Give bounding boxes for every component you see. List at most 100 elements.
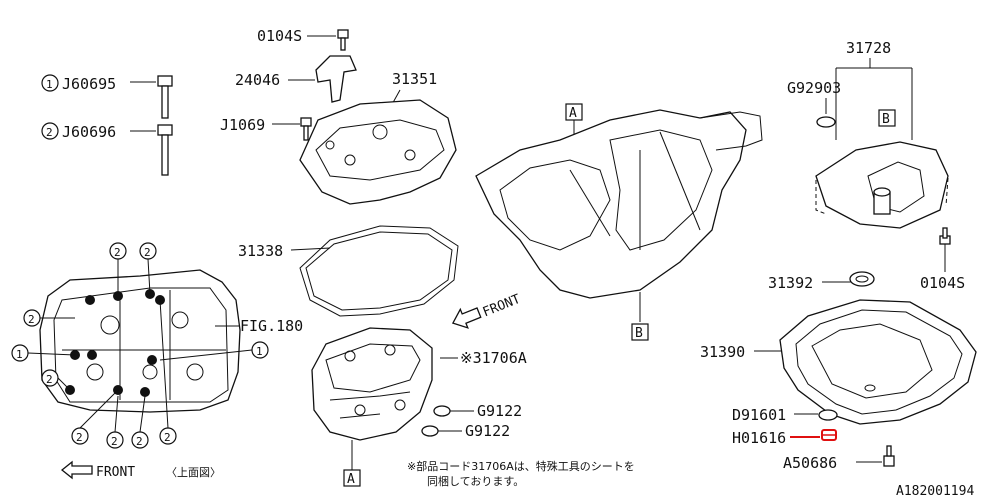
washer-icon (818, 409, 838, 421)
bolt-head-icon (157, 124, 173, 136)
part-label-0104s-right[interactable]: 0104S (920, 274, 965, 292)
strainer-body (815, 141, 949, 229)
gasket-outline (299, 225, 459, 317)
ref-box-label: B (882, 112, 890, 127)
bracket-leader (835, 58, 913, 140)
part-label-g9122-a[interactable]: G9122 (477, 402, 522, 420)
front-label: FRONT (96, 465, 135, 480)
gasket-31338: 31338 (238, 225, 459, 317)
bolt-shank (886, 445, 892, 457)
callout-number: 2 (114, 246, 121, 259)
part-label-0104s[interactable]: 0104S (257, 27, 302, 45)
callout-number: 2 (164, 431, 171, 444)
bolt-head-icon (883, 455, 895, 467)
part-label-g92903[interactable]: G92903 (787, 79, 841, 97)
part-label-24046[interactable]: 24046 (235, 71, 280, 89)
strainer-31728: 31728 G92903 B (787, 39, 949, 229)
transmission-case: A B (475, 103, 763, 341)
ref-box-label: A (569, 106, 577, 121)
bolt-0104s-top: 0104S (257, 27, 349, 51)
callout-circle-2 (41, 122, 59, 140)
callout-number: 2 (144, 246, 151, 259)
part-label-j1069[interactable]: J1069 (220, 116, 265, 134)
cover-body (299, 99, 457, 205)
bracket-24046: 24046 (235, 55, 357, 103)
callout-number: 2 (46, 126, 53, 139)
arrow-left-icon (451, 307, 482, 329)
bolt-shank (340, 37, 346, 51)
ref-box-b (631, 323, 649, 341)
part-label-j60695[interactable]: J60695 (62, 75, 116, 93)
bolt-shank (161, 134, 169, 176)
bolt-position-dot (85, 295, 95, 305)
bolt-head-icon (337, 29, 349, 39)
part-label-31338[interactable]: 31338 (238, 242, 283, 260)
ref-box-b-right (878, 109, 896, 127)
arrow-left-icon (60, 460, 93, 480)
callout-number: 1 (16, 348, 23, 361)
o-ring-icon (433, 405, 451, 417)
oil-pan-outline (779, 299, 977, 425)
ref-box-label: A (347, 472, 355, 487)
o-ring-icon (816, 116, 836, 128)
figure-reference-fig180[interactable]: FIG.180 (240, 317, 303, 335)
part-label-31392[interactable]: 31392 (768, 274, 813, 292)
valve-body-channels (62, 290, 226, 400)
case-body (475, 109, 747, 299)
callout-number: 1 (46, 78, 53, 91)
part-label-j60696[interactable]: J60696 (62, 123, 116, 141)
gasket-inner (305, 231, 453, 311)
cover-31351: 31351 (299, 70, 457, 205)
strainer-hidden-lines (815, 177, 949, 215)
callout-number: 2 (46, 373, 53, 386)
valve-body-shape (311, 327, 433, 441)
cover-inner (315, 119, 445, 181)
callout-circle-1 (41, 74, 59, 92)
note-line-1: ※部品コード31706Aは、特殊工具のシートを (407, 459, 635, 473)
case-extension (699, 111, 763, 151)
part-label-31728[interactable]: 31728 (846, 39, 891, 57)
part-label-a50686[interactable]: A50686 (783, 454, 837, 472)
part-label-d91601[interactable]: D91601 (732, 406, 786, 424)
valve-body-inner (53, 287, 229, 403)
callout-number: 1 (256, 345, 263, 358)
part-label-31706a[interactable]: ※31706A (460, 349, 527, 367)
callout-leaders (27, 258, 253, 433)
part-label-g9122-b[interactable]: G9122 (465, 422, 510, 440)
front-arrow-bottom: FRONT 〈上面図〉 (60, 460, 221, 480)
callout-number: 2 (76, 431, 83, 444)
valve-body-detail (325, 343, 421, 419)
bolt-head-icon (157, 75, 173, 87)
bolt-shank (303, 125, 309, 141)
ref-box-label: B (635, 326, 643, 341)
oil-pan-well (811, 323, 933, 399)
part-label-31390[interactable]: 31390 (700, 343, 745, 361)
bolt-j1069: J1069 (220, 116, 312, 141)
o-ring-icon (421, 425, 439, 437)
part-label-h01616[interactable]: H01616 (732, 429, 786, 447)
callout-number: 2 (28, 313, 35, 326)
oil-pan-group: 31392 31390 D91601 H01616 A50686 (700, 271, 977, 472)
case-center (609, 129, 713, 251)
callout-number: 2 (136, 435, 143, 448)
note-line-2: 同梱しております。 (427, 474, 524, 488)
front-arrow-center: FRONT (451, 292, 523, 329)
bracket-shape (315, 55, 357, 103)
bolt-j60696-group: 2 J60696 (41, 122, 173, 176)
front-label: FRONT (481, 292, 523, 321)
ref-box-a (343, 469, 361, 487)
valve-body-outline (39, 269, 241, 413)
bolt-shank (161, 85, 169, 119)
callout-number: 2 (111, 435, 118, 448)
bottom-view-label: 〈上面図〉 (166, 466, 221, 479)
figure-id: A182001194 (896, 484, 974, 499)
bolt-shank (942, 227, 948, 239)
part-label-31351[interactable]: 31351 (392, 70, 437, 88)
bell-housing (499, 159, 611, 251)
oil-pan-inner (795, 309, 963, 415)
valve-body-assembly: ※31706A G9122 G9122 A (311, 327, 527, 487)
bolt-0104s-right: 0104S (920, 227, 965, 292)
valve-body-bottom-view: 2 2 2 1 2 1 2 2 2 2 FIG.180 (11, 242, 303, 449)
